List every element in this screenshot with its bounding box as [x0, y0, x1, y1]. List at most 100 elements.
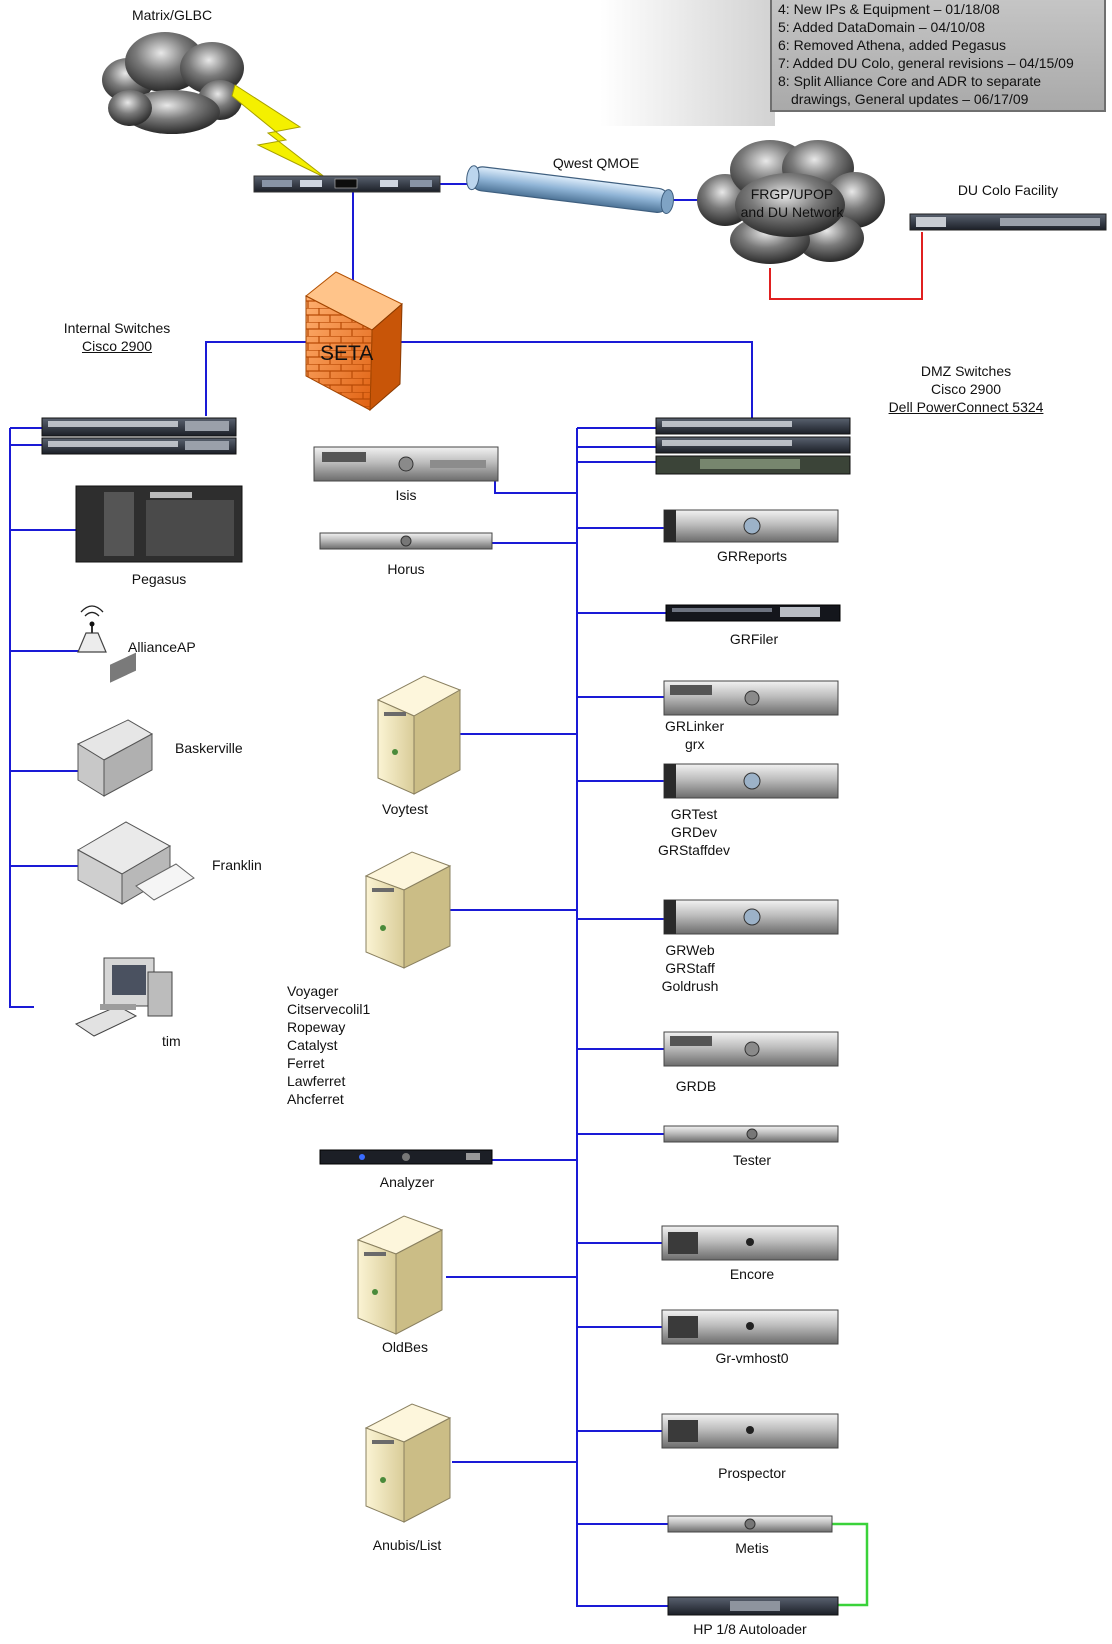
- horus-label: Horus: [387, 561, 425, 577]
- autoloader-icon: [667, 1596, 839, 1616]
- grvmhost-server-icon: [661, 1309, 839, 1345]
- dmz-switches-line: DMZ Switches: [920, 363, 1012, 379]
- grlinker-line: grx: [685, 736, 705, 752]
- revision-item: 6: Removed Athena, added Pegasus: [778, 37, 1007, 53]
- link-metis-autoloader-green: [832, 1522, 869, 1607]
- grlinker-label: GRLinker grx: [665, 717, 724, 753]
- voyager-label-item: Voyager: [287, 983, 339, 999]
- link-colo-red: [769, 232, 923, 300]
- voyager-label-item: Ahcferret: [287, 1091, 344, 1107]
- internal-switches-line: Cisco 2900: [81, 338, 153, 354]
- grtest-line: GRDev: [671, 824, 717, 840]
- dmz-switches-label: DMZ Switches Cisco 2900 Dell PowerConnec…: [889, 362, 1044, 416]
- grweb-label: GRWeb GRStaff Goldrush: [662, 941, 719, 995]
- anubis-label: Anubis/List: [372, 1537, 442, 1553]
- revision-item: 5: Added DataDomain – 04/10/08: [778, 19, 986, 35]
- isis-server-icon: [313, 446, 499, 482]
- franklin-label: Franklin: [212, 857, 262, 873]
- oldbes-tower-icon: [356, 1215, 444, 1335]
- voytest-tower-icon: [376, 675, 462, 795]
- voyager-label-item: Catalyst: [287, 1037, 338, 1053]
- grtest-label: GRTest GRDev GRStaffdev: [658, 805, 730, 859]
- grvmhost-label: Gr-vmhost0: [715, 1350, 789, 1366]
- matrix-cloud-icon: [102, 32, 244, 134]
- qwest-label: Qwest QMOE: [552, 155, 640, 171]
- links: [9, 183, 753, 1607]
- autoloader-label: HP 1/8 Autoloader: [693, 1621, 807, 1637]
- revision-item: 8: Split Alliance Core and ADR to separa…: [778, 73, 1042, 89]
- grdb-label: GRDB: [675, 1078, 717, 1094]
- analyzer-label: Analyzer: [379, 1174, 435, 1190]
- encore-server-icon: [661, 1225, 839, 1261]
- grtest-server-icon: [663, 763, 839, 799]
- revision-box: [770, 0, 1106, 112]
- tester-label: Tester: [732, 1152, 772, 1168]
- revision-list: 4: New IPs & Equipment – 01/18/08 5: Add…: [778, 0, 1074, 108]
- link-left-trunk: [9, 428, 34, 1008]
- access-point-icon: [77, 605, 107, 653]
- voyager-label-item: Ropeway: [287, 1019, 346, 1035]
- pegasus-storage-icon: [75, 485, 243, 563]
- grlinker-line: GRLinker: [665, 718, 725, 734]
- internal-switches-line: Internal Switches: [63, 320, 171, 336]
- grfiler-label: GRFiler: [729, 631, 779, 647]
- metis-label: Metis: [735, 1540, 769, 1556]
- tester-server-icon: [663, 1125, 839, 1143]
- grreports-label: GRReports: [716, 548, 788, 564]
- link-isis: [494, 473, 577, 494]
- frgp-cloud-icon: [697, 140, 885, 264]
- grweb-line: GRStaff: [665, 960, 715, 976]
- grdb-server-icon: [663, 1031, 839, 1067]
- baskerville-label: Baskerville: [175, 740, 243, 756]
- internal-switches-label: Internal Switches Cisco 2900: [64, 319, 171, 355]
- isis-label: Isis: [395, 487, 417, 503]
- du-colo-label: DU Colo Facility: [957, 182, 1059, 198]
- dmz-switches-line: Cisco 2900: [930, 381, 1002, 397]
- internal-switch-icon: [41, 417, 237, 455]
- voyager-label-item: Lawferret: [287, 1073, 346, 1089]
- grtest-line: GRTest: [670, 806, 718, 822]
- anubis-tower-icon: [364, 1403, 452, 1523]
- grlinker-server-icon: [663, 680, 839, 716]
- link-firewall-dmz: [395, 341, 753, 418]
- firewall-icon: [305, 271, 403, 412]
- franklin-printer-icon: [76, 821, 195, 905]
- revision-item: 7: Added DU Colo, general revisions – 04…: [778, 55, 1074, 71]
- router-icon: [253, 175, 441, 193]
- revision-item: 4: New IPs & Equipment – 01/18/08: [778, 1, 1000, 17]
- voyager-label-list: Voyager Citservecolil1 Ropeway Catalyst …: [287, 982, 370, 1108]
- voyager-label-item: Citservecolil1: [287, 1001, 371, 1017]
- tim-label: tim: [162, 1033, 181, 1049]
- voyager-tower-icon: [364, 851, 452, 969]
- voytest-label: Voytest: [382, 801, 428, 817]
- dmz-switches-line: Dell PowerConnect 5324: [888, 399, 1044, 415]
- grweb-line: Goldrush: [661, 978, 719, 994]
- tim-workstation-icon: [74, 957, 173, 1037]
- link-firewall-internal: [205, 341, 318, 416]
- qwest-pipe-icon: [466, 165, 674, 214]
- metis-server-icon: [667, 1515, 833, 1533]
- revision-item: drawings, General updates – 06/17/09: [791, 91, 1029, 107]
- grtest-line: GRStaffdev: [657, 842, 731, 858]
- du-colo-switch-icon: [909, 213, 1107, 231]
- pegasus-label: Pegasus: [131, 571, 187, 587]
- prospector-server-icon: [661, 1413, 839, 1449]
- matrix-label: Matrix/GLBC: [131, 7, 213, 23]
- grfiler-storage-icon: [665, 604, 841, 622]
- grweb-line: GRWeb: [665, 942, 715, 958]
- encore-label: Encore: [729, 1266, 775, 1282]
- grweb-server-icon: [663, 899, 839, 935]
- oldbes-label: OldBes: [382, 1339, 428, 1355]
- prospector-label: Prospector: [718, 1465, 786, 1481]
- voyager-label-item: Ferret: [287, 1055, 325, 1071]
- frgp-label: FRGP/UPOP and DU Network: [741, 185, 844, 221]
- allianceap-label: AllianceAP: [128, 639, 196, 655]
- analyzer-appliance-icon: [319, 1149, 493, 1165]
- firewall-label: SETA: [320, 342, 374, 365]
- frgp-line: and DU Network: [740, 204, 844, 220]
- dmz-switch-icon: [655, 417, 851, 475]
- frgp-line: FRGP/UPOP: [750, 186, 834, 202]
- revision-box-fade: [600, 0, 775, 126]
- grreports-server-icon: [663, 509, 839, 543]
